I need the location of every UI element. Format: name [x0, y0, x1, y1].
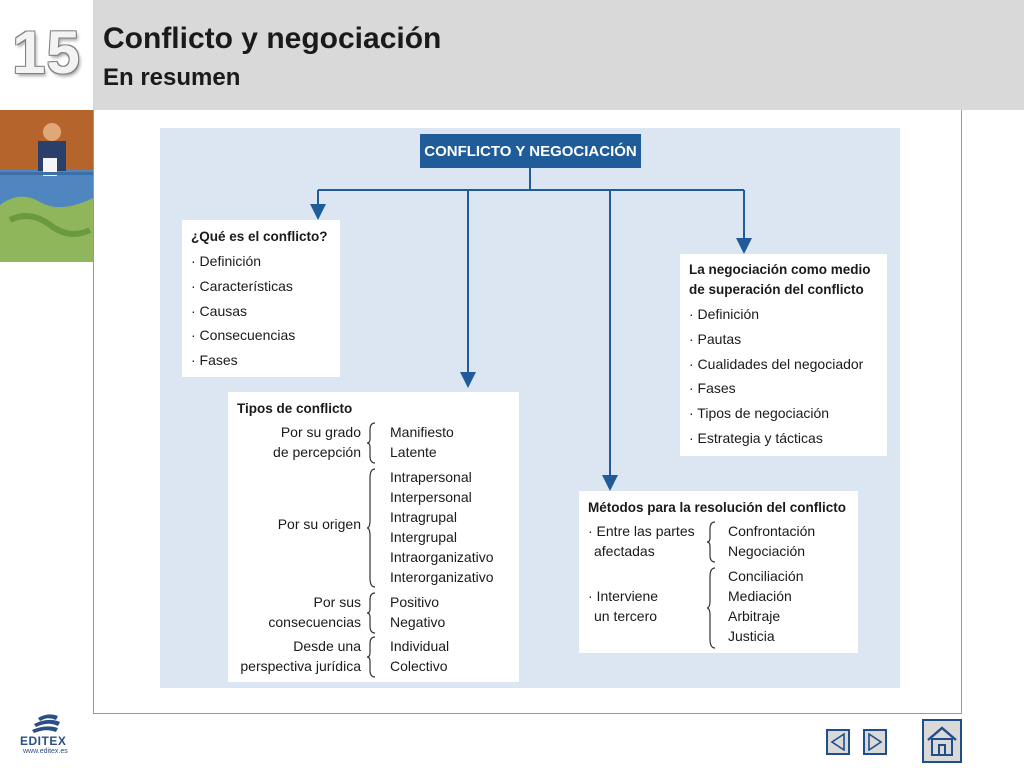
brace-icon — [367, 422, 376, 464]
list-item: · Tipos de negociación — [689, 405, 830, 421]
previous-slide-button[interactable] — [826, 729, 850, 755]
group-label: afectadas — [594, 543, 655, 559]
header-band — [0, 0, 1024, 110]
brace-icon — [707, 567, 716, 649]
list-item: · Pautas — [689, 331, 742, 347]
group-value: Negativo — [390, 614, 446, 630]
list-item: · Definición — [689, 306, 760, 322]
group-value: Intraorganizativo — [390, 549, 494, 565]
list-item: · Fases — [689, 380, 736, 396]
box-heading: La negociación como medio — [689, 262, 871, 277]
content-frame — [93, 110, 962, 714]
group-value: Mediación — [728, 588, 792, 604]
group-label: Desde una — [293, 638, 361, 654]
group-label: un tercero — [594, 608, 658, 624]
triangle-right-icon — [868, 733, 883, 751]
group-label: Por su origen — [277, 516, 361, 532]
group-value: Intergrupal — [390, 529, 457, 545]
group-label: perspectiva jurídica — [240, 658, 361, 674]
group-value: Colectivo — [390, 658, 448, 674]
group-label: Por su grado — [280, 424, 361, 440]
group-value: Arbitraje — [728, 608, 781, 624]
page-subtitle: En resumen — [103, 64, 241, 91]
group-label: consecuencias — [268, 614, 361, 630]
home-button[interactable] — [922, 719, 962, 763]
brace-icon — [367, 592, 376, 634]
que-es-conflicto-box: ¿Qué es el conflicto? · Definición · Car… — [182, 220, 340, 377]
group-value: Confrontación — [728, 523, 816, 539]
triangle-left-icon — [830, 733, 845, 751]
decorative-illustration — [0, 110, 93, 262]
box-heading: Tipos de conflicto — [237, 401, 353, 416]
list-item: · Estrategia y tácticas — [689, 430, 823, 446]
root-concept-box: CONFLICTO Y NEGOCIACIÓN — [420, 134, 641, 168]
box-heading: Métodos para la resolución del conflicto — [588, 500, 847, 515]
list-item: · Fases — [191, 352, 238, 368]
next-slide-button[interactable] — [863, 729, 887, 755]
list-item: · Características — [191, 278, 293, 294]
list-item: · Consecuencias — [191, 327, 296, 343]
house-icon — [927, 726, 957, 756]
brace-icon — [367, 468, 376, 588]
group-value: Latente — [390, 444, 437, 460]
box-heading: de superación del conflicto — [689, 282, 864, 297]
group-value: Intrapersonal — [390, 469, 472, 485]
group-label: · Entre las partes — [588, 523, 695, 539]
group-label: de percepción — [273, 444, 361, 460]
group-value: Intragrupal — [390, 509, 457, 525]
group-value: Manifiesto — [390, 424, 454, 440]
list-item: · Definición — [191, 253, 262, 269]
tipos-conflicto-box: Tipos de conflicto Por su grado de perce… — [228, 392, 519, 682]
group-value: Conciliación — [728, 568, 804, 584]
editex-logo-url[interactable]: www.editex.es — [23, 748, 68, 755]
group-value: Interorganizativo — [390, 569, 494, 585]
group-value: Justicia — [728, 628, 775, 644]
brace-icon — [707, 521, 716, 563]
negociacion-box: La negociación como medio de superación … — [680, 254, 887, 456]
group-label: Por sus — [313, 594, 361, 610]
metodos-resolucion-box: Métodos para la resolución del conflicto… — [579, 491, 858, 653]
chapter-number: 15 — [12, 19, 81, 86]
brace-icon — [367, 636, 376, 678]
editex-logo-text: EDITEX — [20, 734, 67, 748]
group-label: · Interviene — [588, 588, 659, 604]
group-value: Negociación — [728, 543, 806, 559]
page-title: Conflicto y negociación — [103, 22, 442, 55]
list-item: · Causas — [191, 303, 248, 319]
list-item: · Cualidades del negociador — [689, 356, 864, 372]
chapter-number-box: 15 — [0, 0, 93, 110]
group-value: Positivo — [390, 594, 440, 610]
box-heading: ¿Qué es el conflicto? — [191, 229, 328, 244]
group-value: Interpersonal — [390, 489, 472, 505]
editex-logo-icon — [32, 714, 60, 733]
group-value: Individual — [390, 638, 450, 654]
